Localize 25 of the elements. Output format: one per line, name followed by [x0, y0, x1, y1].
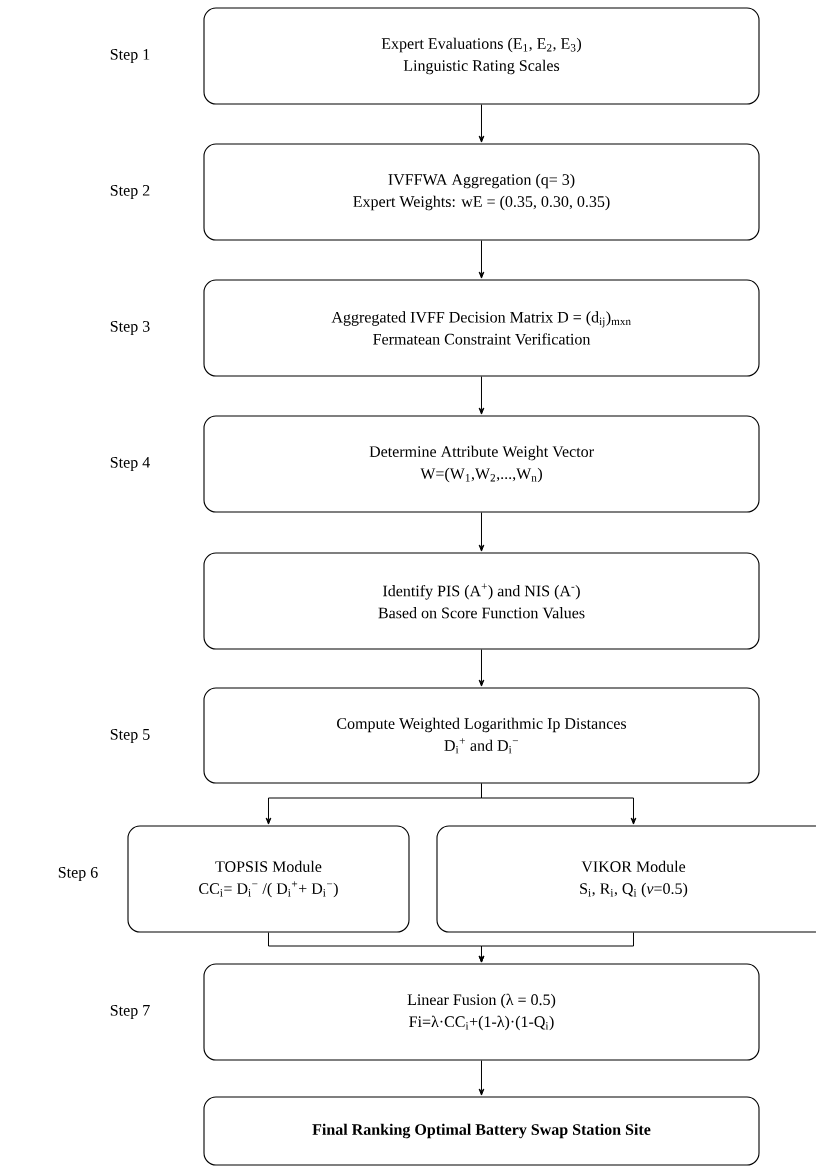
arrow — [478, 240, 485, 279]
step-label: Step 5 — [110, 729, 150, 743]
arrow — [478, 649, 485, 687]
process-box: VIKOR Module S$_{i}$, R$_{i}$, Q$_{i}$ (ν=0.5) — [436, 825, 816, 933]
process-box: IVFFWA Aggregation (q= 3) Expert Weights: wE = (0.35, 0.30, 0.35) — [203, 143, 760, 241]
process-box: Compute Weighted Logarithmic Ip Distances D$_{i}$$^{+}$ and D$_{i}$− — [203, 687, 760, 784]
arrow — [478, 512, 485, 552]
arrow — [478, 1060, 485, 1096]
process-box: Identify PIS (A$^{+}$) and NIS (A$^{-}$) Based on Score Function Values — [203, 552, 760, 650]
step-label: Step 1 — [110, 49, 150, 63]
process-box: Expert Evaluations (E$_{1}$, E$_{2}$, E$_{3}$) Linguistic Rating Scales — [203, 7, 760, 105]
process-box: Determine Attribute Weight Vector W=(W$_{1}$,W$_{2}$,...,W$_{n}$) — [203, 415, 760, 513]
step-label: Step 2 — [110, 185, 150, 199]
process-box: Aggregated IVFF Decision Matrix D = (d$_{ij}$)$_{mxn}$ Fermatean Constraint Verification — [203, 279, 760, 377]
arrow — [478, 104, 485, 143]
step-label: Step 3 — [110, 321, 150, 335]
arrow — [478, 932, 634, 963]
process-box: TOPSIS Module CC$_{i}$= D$_{i}$$^{−}$ /( D$_{i}$$^{+}$+ D$_{i}$$^{−}$) — [127, 825, 410, 933]
process-box: Linear Fusion (λ = 0.5) Fi=λ·CC$_{i}$+(1-λ)·(1-Q$_{i}$) — [203, 963, 760, 1061]
process-box: Final Ranking Optimal Battery Swap Station Site — [203, 1096, 760, 1166]
step-label: Step 4 — [110, 457, 150, 471]
step-label: Step 7 — [110, 1005, 150, 1019]
step-label: Step 6 — [58, 867, 98, 881]
arrow — [481, 783, 637, 825]
arrow — [478, 376, 485, 415]
